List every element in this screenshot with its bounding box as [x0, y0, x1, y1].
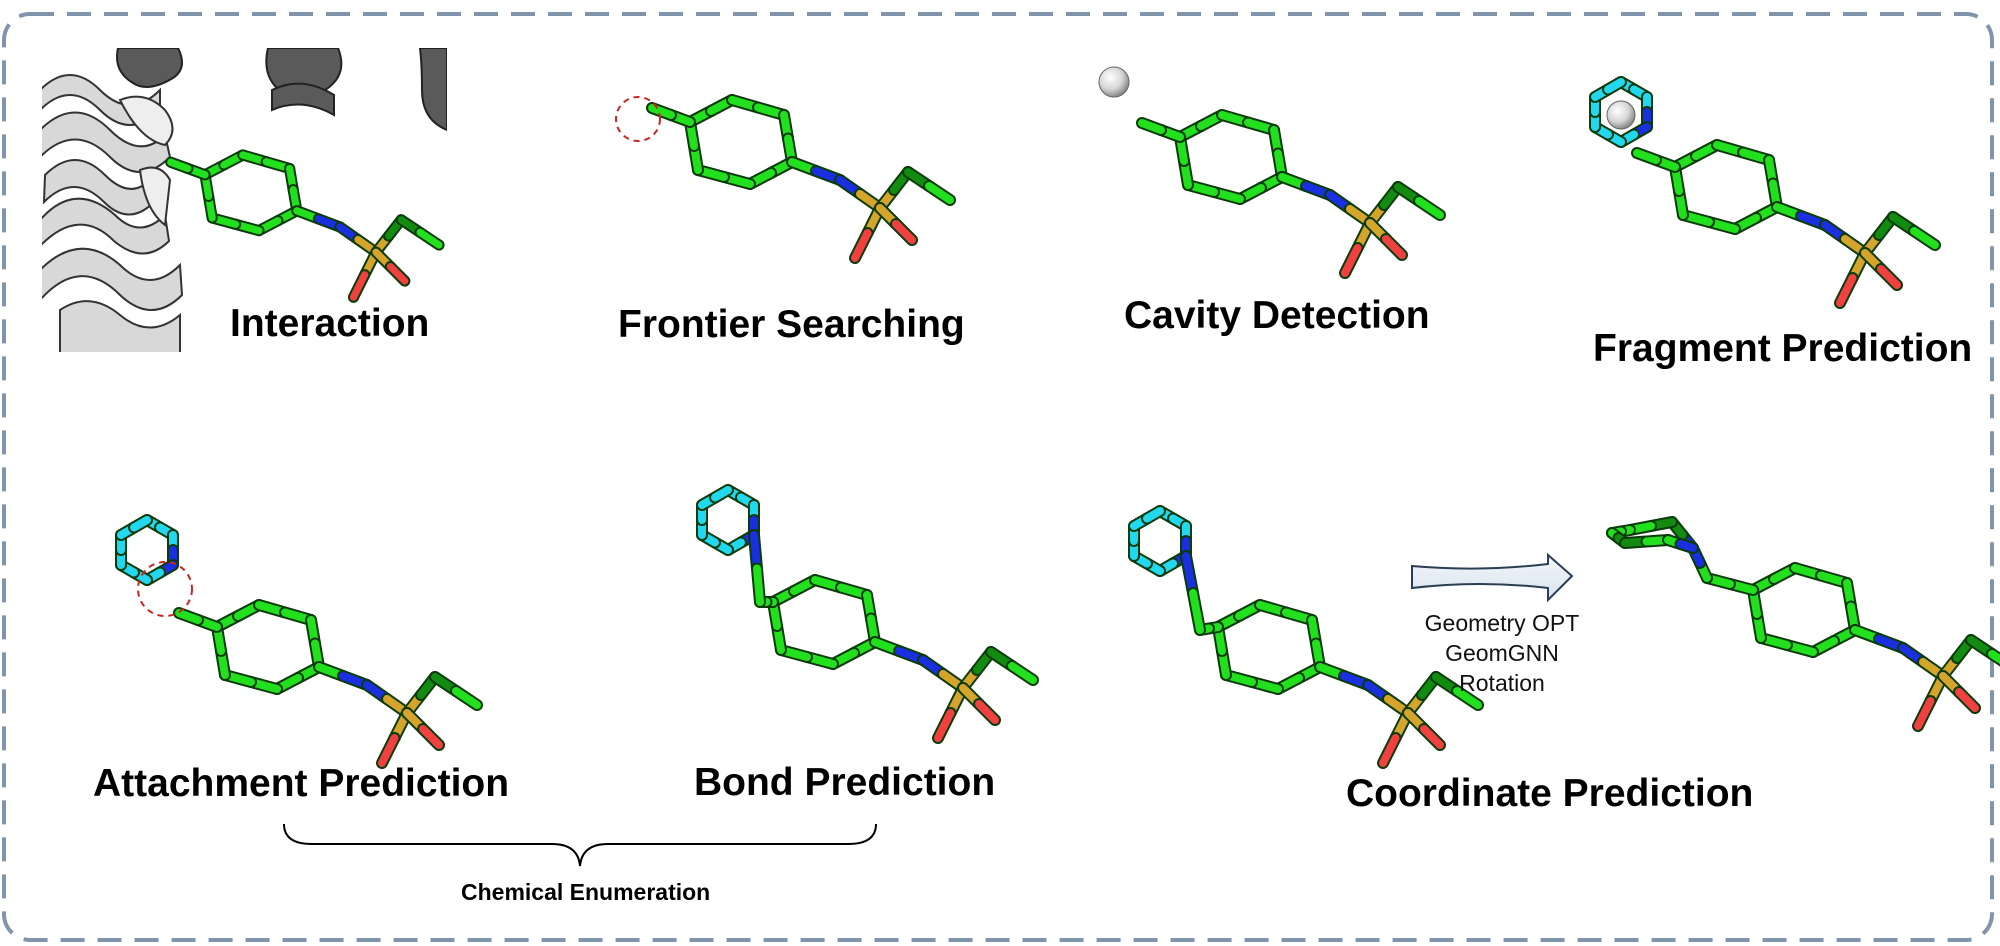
frontier-highlight-circle [615, 96, 661, 142]
molecule-cavity [1136, 109, 1446, 279]
label-interaction: Interaction [230, 302, 430, 345]
label-attachment-prediction: Attachment Prediction [93, 762, 510, 805]
molecule-interaction [165, 149, 445, 303]
chemical-enumeration-brace [283, 823, 877, 867]
fragment-probe-sphere [1606, 100, 1636, 130]
note-geometry-opt: Geometry OPT [1424, 610, 1580, 636]
molecule-attachment [115, 514, 483, 769]
molecule-fragment [1589, 76, 1941, 309]
molecule-coordinate-output [1606, 516, 2000, 732]
molecule-bond [696, 484, 1039, 744]
note-rotation: Rotation [1459, 670, 1545, 696]
label-bond-prediction: Bond Prediction [694, 761, 996, 804]
cavity-probe-sphere [1098, 66, 1130, 98]
label-coordinate-prediction: Coordinate Prediction [1346, 772, 1754, 815]
protein-helices [42, 48, 447, 352]
label-chemical-enumeration: Chemical Enumeration [461, 879, 711, 905]
label-cavity-detection: Cavity Detection [1124, 294, 1430, 337]
attachment-highlight-circle [137, 561, 193, 617]
coordinate-arrow [1411, 552, 1574, 603]
label-fragment-prediction: Fragment Prediction [1593, 327, 1973, 370]
label-frontier-searching: Frontier Searching [618, 303, 965, 346]
arrow-notes: Geometry OPT GeomGNN Rotation [1392, 608, 1612, 698]
molecule-coordinate-input [1128, 505, 1484, 769]
dashed-frame [2, 12, 1994, 942]
molecules [115, 76, 2000, 769]
molecule-frontier [646, 94, 956, 264]
note-geomgnn: GeomGNN [1445, 640, 1559, 666]
